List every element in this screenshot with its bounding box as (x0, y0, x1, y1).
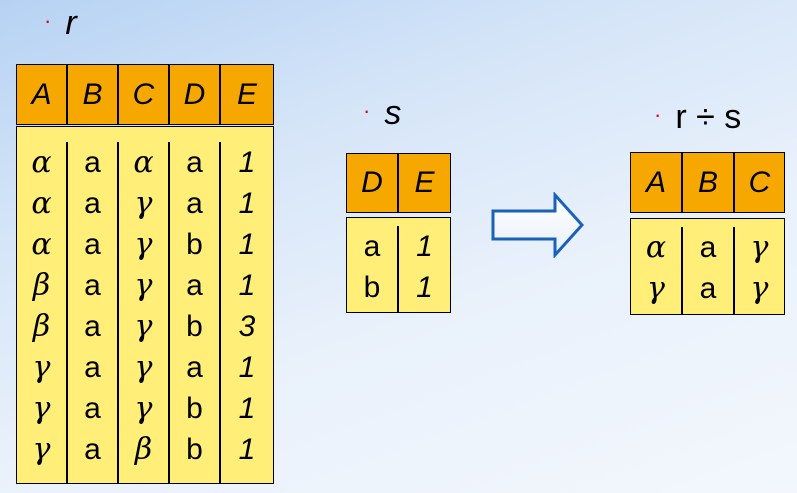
relation-result-body: α γ a a γ γ (630, 218, 785, 315)
table-cell: a (84, 268, 101, 302)
bullet-icon: · (363, 98, 371, 123)
table-cell: γ (32, 432, 51, 467)
table-cell: 1 (416, 270, 433, 304)
table-cell: a (84, 145, 101, 179)
column-A: α γ (631, 227, 683, 314)
table-cell: γ (750, 271, 769, 306)
table-cell: γ (647, 271, 665, 306)
relation-r-body: α α α β β γ γ γ a a a a a a a a α γ γ γ … (16, 126, 274, 484)
table-cell: 1 (238, 391, 256, 425)
column-D: a b (347, 226, 399, 312)
table-cell: α (31, 186, 52, 221)
table-cell: b (186, 432, 203, 466)
column-B: a a a a a a a a (68, 142, 119, 483)
table-cell: a (84, 186, 101, 220)
table-cell: a (186, 186, 203, 220)
table-cell: a (84, 309, 101, 343)
header-cell: E (414, 166, 435, 199)
table-cell: α (133, 145, 154, 180)
table-cell: 1 (238, 186, 256, 220)
column-A: α α α β β γ γ γ (17, 142, 68, 483)
table-cell: γ (750, 230, 769, 265)
column-D: a a b a b a b b (170, 142, 221, 483)
header-cell: C (748, 165, 771, 199)
table-cell: a (84, 432, 101, 466)
table-cell: 3 (238, 309, 256, 343)
header-cell: B (68, 65, 119, 124)
label-r-text: r (65, 4, 77, 42)
bullet-icon: · (44, 8, 52, 33)
table-cell: γ (134, 350, 153, 385)
table-cell: α (31, 227, 52, 262)
label-r: ·r (44, 4, 77, 43)
table-cell: b (186, 309, 203, 343)
header-cell: E (236, 77, 257, 111)
label-s: ·s (363, 94, 401, 133)
table-cell: a (186, 350, 203, 384)
table-cell: γ (134, 268, 153, 303)
table-cell: a (84, 391, 101, 425)
table-cell: α (645, 230, 667, 265)
table-cell: a (699, 230, 717, 264)
table-cell: β (32, 268, 51, 303)
table-cell: b (186, 227, 203, 261)
table-cell: 1 (238, 350, 256, 384)
right-arrow-icon (491, 192, 585, 258)
label-result: · r ÷ s (654, 98, 741, 137)
relation-result-header: A B C (630, 152, 785, 213)
table-cell: γ (134, 309, 153, 344)
relation-r-header: A B C D E (16, 64, 274, 125)
relation-s-body: a b 1 1 (346, 217, 451, 313)
table-cell: 1 (416, 229, 433, 263)
table-cell: 1 (238, 227, 256, 261)
column-B: a a (683, 227, 735, 314)
table-cell: 1 (238, 145, 256, 179)
table-cell: a (84, 227, 101, 261)
table-cell: α (31, 145, 52, 180)
label-s-text: s (384, 94, 402, 132)
header-cell: D (170, 65, 221, 124)
table-cell: β (134, 432, 153, 467)
label-result-text: r ÷ s (675, 98, 742, 136)
table-cell: b (186, 391, 203, 425)
header-cell: A (17, 65, 68, 124)
header-cell: C (119, 65, 170, 124)
table-cell: a (84, 350, 101, 384)
column-E: 1 1 1 1 3 1 1 1 (221, 142, 273, 483)
table-cell: γ (134, 227, 153, 262)
table-cell: 1 (238, 432, 256, 466)
table-cell: γ (134, 391, 153, 426)
table-cell: 1 (238, 268, 256, 302)
column-C: γ γ (735, 227, 784, 314)
table-cell: a (186, 268, 203, 302)
column-C: α γ γ γ γ γ γ β (119, 142, 170, 483)
header-cell: B (683, 153, 735, 212)
table-cell: γ (134, 186, 153, 221)
table-cell: a (363, 229, 381, 263)
header-cell: D (347, 154, 399, 212)
table-cell: γ (32, 391, 51, 426)
table-cell: γ (32, 350, 51, 385)
table-cell: b (363, 270, 381, 304)
table-cell: β (32, 309, 51, 344)
relation-s-header: D E (346, 153, 451, 213)
table-cell: a (699, 271, 717, 305)
table-cell: a (186, 145, 203, 179)
column-E: 1 1 (399, 226, 450, 312)
bullet-icon: · (654, 102, 662, 127)
header-cell: A (631, 153, 683, 212)
